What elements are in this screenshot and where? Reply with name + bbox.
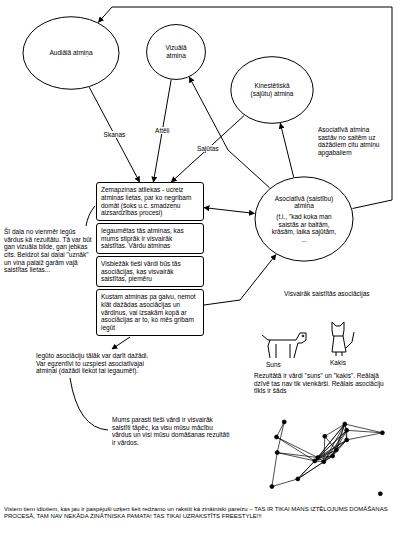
leader-line xyxy=(112,337,130,349)
process-box: Zemapziņas atliekas - ucreiz atmiņas lie… xyxy=(96,182,204,221)
node-title: Vizuālā atmiņa xyxy=(156,44,196,59)
connector-arrow xyxy=(98,7,392,209)
process-box: Kustam atmiņas pa galvu, ņemot klāt dažā… xyxy=(96,289,204,336)
connector-arrow xyxy=(89,87,139,182)
edge-label: Sajūtas xyxy=(196,145,220,152)
process-box: Iegaumētas tās atmiņas, kas mums stiprāk… xyxy=(96,223,204,254)
note-text: Mums parasti tieši vārdi ir visvairāk sa… xyxy=(112,416,230,447)
footer-disclaimer: Visiem tiem idiotiem, kas jau ir paspēju… xyxy=(4,506,396,520)
connector-arrow xyxy=(204,255,276,305)
figure-label: Kaķis xyxy=(330,359,360,367)
connector-arrow xyxy=(171,116,244,183)
note-text: Visvairāk saistītās asociācijas xyxy=(284,290,374,298)
dog-figure xyxy=(262,333,306,358)
memory-ellipse: Audiālā atmiņa xyxy=(22,16,120,90)
edge-label: Attēli xyxy=(154,127,170,134)
leader-line xyxy=(70,378,108,430)
connector-arrow xyxy=(280,123,293,177)
leader-line xyxy=(86,206,95,226)
note-text: Iegūto asociāciju tālāk var darīt dažādi… xyxy=(36,352,154,375)
node-title: Iegaumētas tās atmiņas, kas mums stiprāk… xyxy=(101,227,199,250)
connector-arrow xyxy=(153,80,171,182)
node-title: Zemapziņas atliekas - ucreiz atmiņas lie… xyxy=(101,186,199,217)
association-network xyxy=(270,420,385,496)
cat-figure xyxy=(332,322,354,356)
note-text: Šī daļa no vienmēr iegūs vārdus kā rezul… xyxy=(4,228,92,274)
connector-arrow xyxy=(204,208,254,214)
process-box: Visbiežāk tieši vārdi būs tās asociācija… xyxy=(96,256,204,287)
note-text: Rezultātā ir vārdi "suns" un "kaķis". Re… xyxy=(254,372,396,395)
memory-ellipse: Vizuālā atmiņa xyxy=(146,24,206,80)
memory-ellipse: Kinestētiskā (sajūtu) atmiņa xyxy=(230,56,314,124)
node-title: Visbiežāk tieši vārdi būs tās asociācija… xyxy=(101,260,199,283)
node-title: Kustam atmiņas pa galvu, ņemot klāt dažā… xyxy=(101,293,199,331)
figure-label: Suns xyxy=(266,361,296,369)
node-title: Kinestētiskā (sajūtu) atmiņa xyxy=(243,82,301,97)
node-title: Asociatīvā (saistību) atmiņa xyxy=(270,195,338,210)
edge-label: Skaņas xyxy=(103,131,127,138)
note-text: Asociatīvā atmiņa sastāv no saitēm uz da… xyxy=(318,126,388,157)
node-title: Audiālā atmiņa xyxy=(50,49,93,57)
node-body: (t.i., "kad koka man saistās ar baltām, … xyxy=(270,213,338,244)
memory-ellipse: Asociatīvā (saistību) atmiņa (t.i., "kad … xyxy=(254,176,354,262)
